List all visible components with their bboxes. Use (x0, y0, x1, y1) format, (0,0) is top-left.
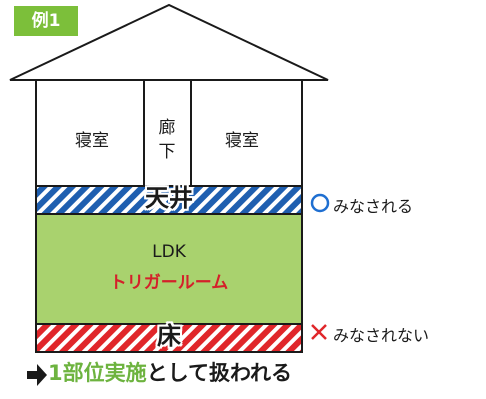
result-highlight: 1部位実施 (48, 361, 147, 385)
result-rest: として扱われる (146, 361, 292, 385)
floor-label: 床 (157, 322, 181, 350)
ceiling-label: 天井 (145, 184, 193, 212)
circle-mark-icon (310, 193, 330, 213)
room-label-bedroom-right: 寝室 (225, 131, 259, 151)
ceiling-note-text: みなされる (333, 197, 414, 216)
cross-mark-icon (311, 324, 327, 340)
result-text: 1部位実施として扱われる (48, 357, 292, 387)
room-label-bedroom-left: 寝室 (75, 131, 109, 151)
ldk-area (35, 213, 303, 325)
arrow-right-icon (27, 364, 47, 386)
floor-band (35, 323, 303, 353)
example-badge: 例1 (14, 6, 78, 36)
trigger-room-label: トリガールーム (109, 273, 229, 293)
ldk-label: LDK (152, 242, 186, 262)
room-label-corridor-top: 廊 (158, 118, 176, 138)
floor-note-text: みなされない (333, 326, 430, 345)
room-label-corridor-bottom: 下 (158, 142, 176, 162)
